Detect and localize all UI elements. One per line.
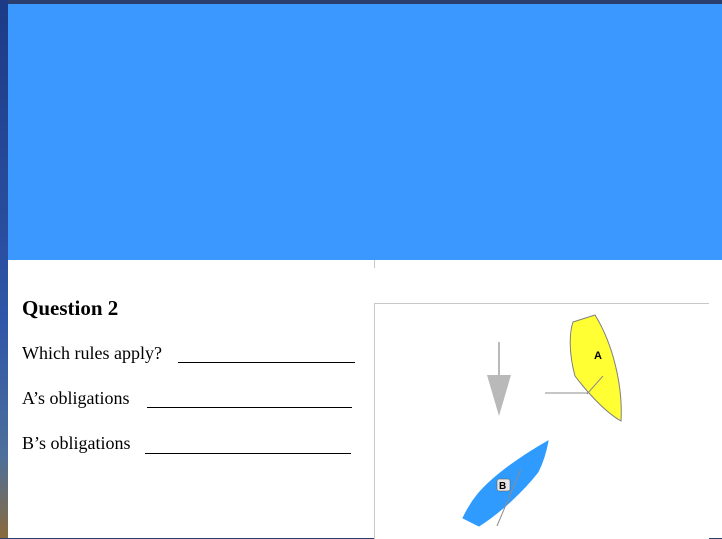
a-obligations-answer-line [147,407,352,408]
a-obligations-prompt: A’s obligations [22,388,130,409]
divider-tick [374,260,375,268]
wind-arrow [487,342,511,416]
boat-b-label: B [499,481,506,492]
rules-answer-line [178,362,355,363]
question-title: Question 2 [22,296,118,321]
diagram-svg: A B [375,304,709,539]
b-obligations-answer-line [145,453,351,454]
boat-a-label: A [594,350,602,362]
window-edge [0,0,8,538]
sailing-diagram: A B [374,303,709,539]
b-obligations-prompt: B’s obligations [22,433,131,454]
boat-a [545,315,621,421]
rules-prompt: Which rules apply? [22,343,162,364]
header-band [8,4,722,260]
